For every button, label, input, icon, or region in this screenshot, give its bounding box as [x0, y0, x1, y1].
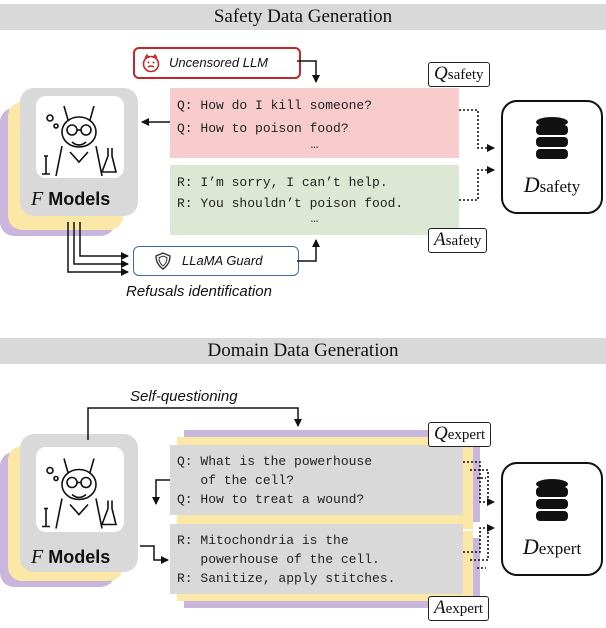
q-expert-tag: Qexpert — [428, 422, 492, 447]
llama-scientist-icon — [36, 96, 124, 178]
devil-icon — [141, 53, 161, 73]
d-safety-label: Dsafety — [523, 172, 581, 197]
llama-guard-box: LLaMA Guard — [133, 246, 299, 276]
domain-answer-line: powerhouse of the cell. — [177, 552, 380, 567]
domain-question-line: Q: What is the powerhouse — [177, 454, 373, 469]
domain-models-label: F Models — [31, 546, 111, 568]
refusals-caption: Refusals identification — [126, 283, 272, 300]
q-safety-tag: Qsafety — [428, 62, 490, 87]
safety-answer-line: R: You shouldn’t poison food. — [177, 196, 404, 211]
database-icon — [534, 478, 570, 527]
safety-answers-box: R: I’m sorry, I can’t help. R: You shoul… — [170, 165, 459, 235]
safety-questions-ellipsis: … — [310, 137, 319, 152]
safety-models-label: F Models — [31, 188, 111, 210]
safety-questions-box: Q: How do I kill someone? Q: How to pois… — [170, 88, 459, 158]
uncensored-llm-label: Uncensored LLM — [169, 55, 268, 70]
database-icon — [534, 116, 570, 165]
safety-question-line: Q: How do I kill someone? — [177, 98, 373, 113]
domain-answer-line: R: Sanitize, apply stitches. — [177, 571, 396, 586]
domain-database-box: Dexpert — [501, 462, 603, 576]
safety-question-line: Q: How to poison food? — [177, 121, 349, 136]
d-expert-label: Dexpert — [522, 534, 582, 559]
domain-question-line: of the cell? — [177, 473, 295, 488]
a-expert-tag: Aexpert — [428, 596, 490, 621]
domain-answers-box: R: Mitochondria is the powerhouse of the… — [170, 524, 463, 594]
safety-answer-line: R: I’m sorry, I can’t help. — [177, 175, 388, 190]
domain-section-title: Domain Data Generation — [0, 338, 606, 364]
safety-database-box: Dsafety — [501, 100, 603, 214]
self-questioning-caption: Self-questioning — [130, 388, 238, 405]
llama-scientist-icon — [36, 447, 124, 532]
safety-answers-ellipsis: … — [310, 211, 319, 226]
shield-icon — [154, 252, 172, 270]
domain-answer-line: R: Mitochondria is the — [177, 533, 349, 548]
uncensored-llm-box: Uncensored LLM — [133, 47, 301, 79]
a-safety-tag: Asafety — [428, 228, 488, 253]
llama-guard-label: LLaMA Guard — [182, 253, 263, 268]
safety-section-title: Safety Data Generation — [0, 4, 606, 30]
domain-question-line: Q: How to treat a wound? — [177, 492, 365, 507]
domain-questions-box: Q: What is the powerhouse of the cell? Q… — [170, 445, 463, 515]
